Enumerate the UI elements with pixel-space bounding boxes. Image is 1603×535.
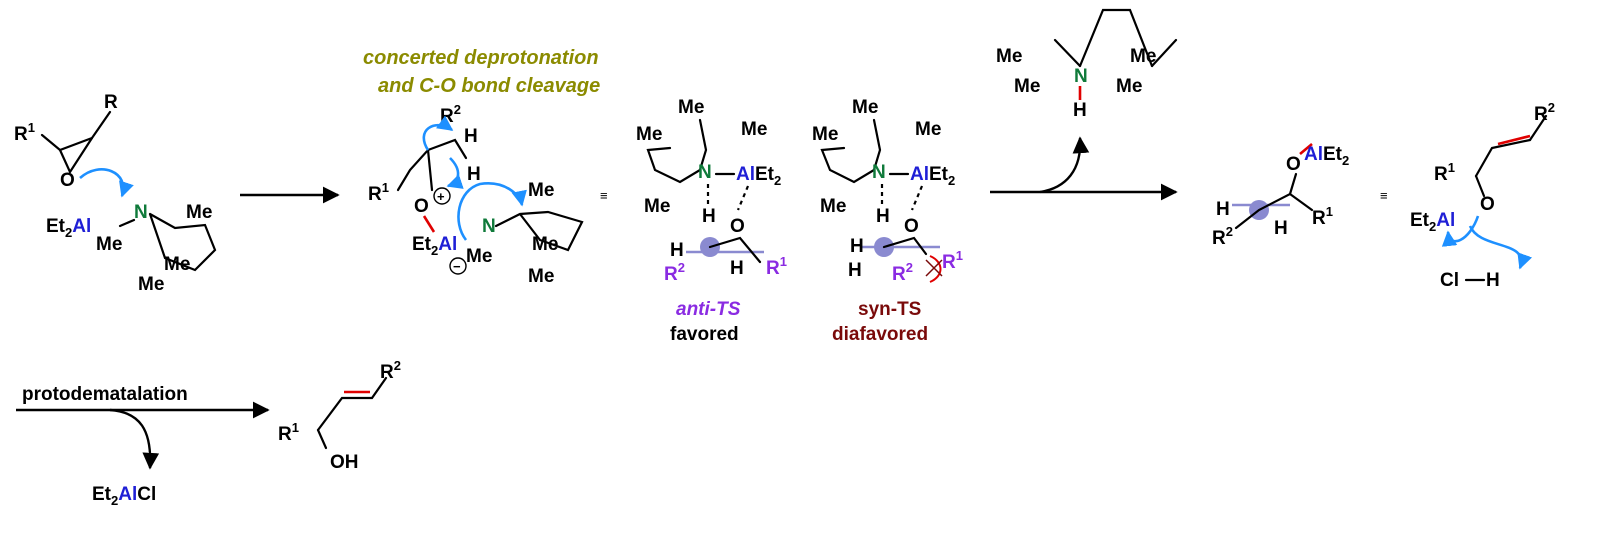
anti-h-top: H	[702, 206, 716, 227]
anti-ts-structure: Me Me Me Me N AlEt2 H O H H R2 R1 anti-T…	[636, 97, 787, 345]
tmp-nitrogen: N	[134, 202, 148, 223]
syn-r2: R2	[892, 260, 913, 285]
ts-r2-label: R2	[440, 102, 461, 127]
anti-h-right: H	[730, 258, 744, 279]
ts-me-4: Me	[528, 266, 554, 287]
et2al-label: Et2Al	[46, 216, 91, 240]
anti-oxygen: O	[730, 216, 745, 237]
syn-nitrogen: N	[872, 162, 886, 183]
anti-ts-label: anti-TS	[676, 299, 741, 320]
concerted-transition-state: concerted deprotonation and C-O bond cle…	[363, 47, 600, 287]
epoxide-oxygen: O	[60, 170, 75, 191]
syn-me-1: Me	[852, 97, 878, 118]
r1-label: R1	[14, 120, 35, 145]
prod-h-2: H	[1274, 218, 1288, 239]
equiv-sign-1: ≡	[600, 188, 608, 203]
protodematalation-step: protodematalation Et2AlCl	[16, 384, 270, 508]
favored-label: favored	[670, 324, 739, 345]
hcl-r1: R1	[1434, 160, 1455, 185]
anti-me-2: Me	[741, 119, 767, 140]
hcl-et2al: Et2Al	[1410, 210, 1455, 234]
tmp-me-4: Me	[1116, 76, 1142, 97]
ts-me-3: Me	[532, 234, 558, 255]
syn-h-left: H	[850, 236, 864, 257]
et2alcl-byproduct: Et2AlCl	[92, 484, 156, 508]
prod-r1: R1	[1312, 204, 1333, 229]
syn-ts-label: syn-TS	[858, 299, 921, 320]
ts-plus-charge: +	[437, 189, 445, 204]
final-r2: R2	[380, 358, 401, 383]
tmp-me-2: Me	[1014, 76, 1040, 97]
ts-h-label-1: H	[464, 126, 478, 147]
disfavored-label: diafavored	[832, 324, 928, 345]
tmp-me-3: Me	[1130, 46, 1156, 67]
hcl-oxygen: O	[1480, 194, 1495, 215]
syn-me-3: Me	[812, 124, 838, 145]
anti-r2: R2	[664, 260, 685, 285]
tmp-me-1: Me	[996, 46, 1022, 67]
anti-me-1: Me	[678, 97, 704, 118]
r-label: R	[104, 92, 118, 113]
ts-h-label-2: H	[467, 164, 481, 185]
protodematalation-label: protodematalation	[22, 384, 188, 405]
final-oh: OH	[330, 452, 359, 473]
prod-r2: R2	[1212, 224, 1233, 249]
concerted-label-line1: concerted deprotonation	[363, 47, 599, 69]
me-label-3: Me	[164, 254, 190, 275]
syn-h-bottom: H	[848, 260, 862, 281]
ts-minus-charge: −	[453, 259, 461, 274]
anti-me-4: Me	[644, 196, 670, 217]
final-r1: R1	[278, 420, 299, 445]
equiv-sign-2: ≡	[1380, 188, 1388, 203]
ts-r1-label: R1	[368, 180, 389, 205]
anti-h-left: H	[670, 240, 684, 261]
tmp-h-byproduct: Me Me Me Me N H	[996, 8, 1178, 121]
syn-oxygen: O	[904, 216, 919, 237]
prod-h-1: H	[1216, 199, 1230, 220]
prod-oxygen: O	[1286, 154, 1301, 175]
ts-me-2: Me	[466, 246, 492, 267]
ts-oxygen: O	[414, 196, 429, 217]
byproduct-arrow	[1039, 136, 1090, 194]
ts-et2al-label: Et2Al	[412, 234, 457, 258]
hcl-h: H	[1486, 270, 1500, 291]
prod-alet2: AlEt2	[1304, 144, 1349, 168]
syn-me-4: Me	[820, 196, 846, 217]
ts-me-1: Me	[528, 180, 554, 201]
syn-ts-structure: Me Me Me Me N AlEt2 H O H H R2 R1 syn-TS…	[812, 97, 963, 345]
tmp-nh-hydrogen: H	[1073, 100, 1087, 121]
anti-alet2: AlEt2	[736, 164, 781, 188]
syn-r1: R1	[942, 248, 963, 273]
anti-me-3: Me	[636, 124, 662, 145]
ts-nitrogen: N	[482, 216, 496, 237]
alkoxide-hcl-complex: R2 R1 O Et2Al Cl H	[1410, 100, 1555, 291]
syn-me-2: Me	[915, 119, 941, 140]
hcl-r2: R2	[1534, 100, 1555, 125]
anti-nitrogen: N	[698, 162, 712, 183]
syn-alet2: AlEt2	[910, 164, 955, 188]
me-label-4: Me	[138, 274, 164, 295]
syn-h-top: H	[876, 206, 890, 227]
hcl-cl: Cl	[1440, 270, 1459, 291]
anti-r1: R1	[766, 254, 787, 279]
aluminum-alkoxide-product: H H R2 O AlEt2 R1	[1212, 143, 1349, 249]
me-label-2: Me	[96, 234, 122, 255]
et2alcl-arrow	[109, 408, 160, 470]
tmp-nh-nitrogen: N	[1074, 66, 1088, 87]
me-label-1: Me	[186, 202, 212, 223]
allylic-alcohol-product: R1 R2 OH	[278, 358, 401, 473]
epoxide-starting-material: R1 R O Et2Al N Me Me Me Me	[14, 92, 217, 295]
concerted-label-line2: and C-O bond cleavage	[378, 75, 600, 97]
